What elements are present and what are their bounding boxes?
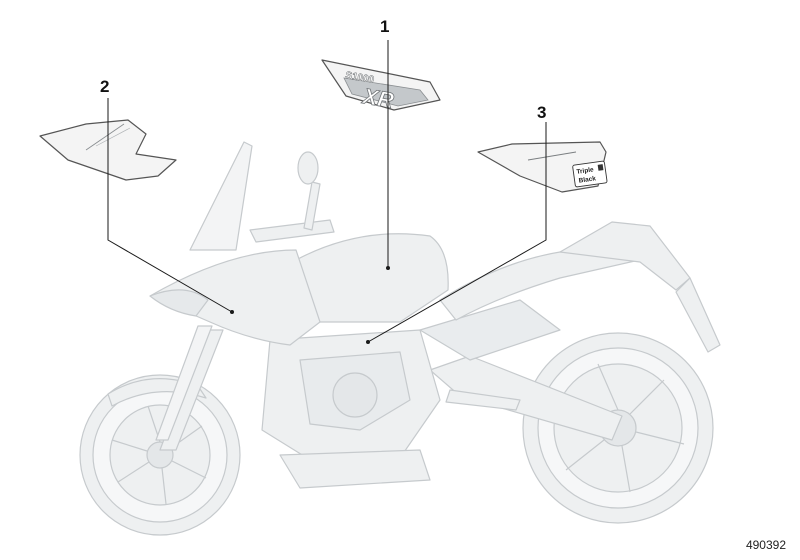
- windscreen: [189, 141, 253, 251]
- leader-line-3: [367, 122, 547, 343]
- front-wheel: [79, 374, 241, 536]
- exhaust: [279, 449, 431, 489]
- decal-model-letters: XR: [359, 83, 396, 113]
- diagram-number: 490392: [745, 538, 786, 552]
- side-fairing: [149, 249, 321, 346]
- leader-lines: [107, 40, 547, 343]
- decal-tank-model-badge: S1000 XR: [321, 59, 441, 114]
- callout-2: 2: [100, 77, 110, 96]
- callout-3: 3: [537, 103, 547, 122]
- callout-1: 1: [380, 17, 390, 36]
- edition-badge-line2: Black: [578, 175, 597, 184]
- edition-badge: Triple Black: [572, 160, 608, 188]
- rear-wheel: [522, 332, 714, 524]
- leader-dot-2: [230, 310, 234, 314]
- decal-edition-badge: Triple Black: [477, 141, 608, 193]
- leader-dot-3: [366, 340, 370, 344]
- edition-badge-line1: Triple: [576, 166, 595, 175]
- decal-model-number: S1000: [344, 70, 375, 86]
- leader-endpoints: [230, 266, 390, 344]
- leader-line-2: [107, 98, 233, 313]
- leader-dot-1: [386, 266, 390, 270]
- motorcycle-illustration: [79, 141, 721, 536]
